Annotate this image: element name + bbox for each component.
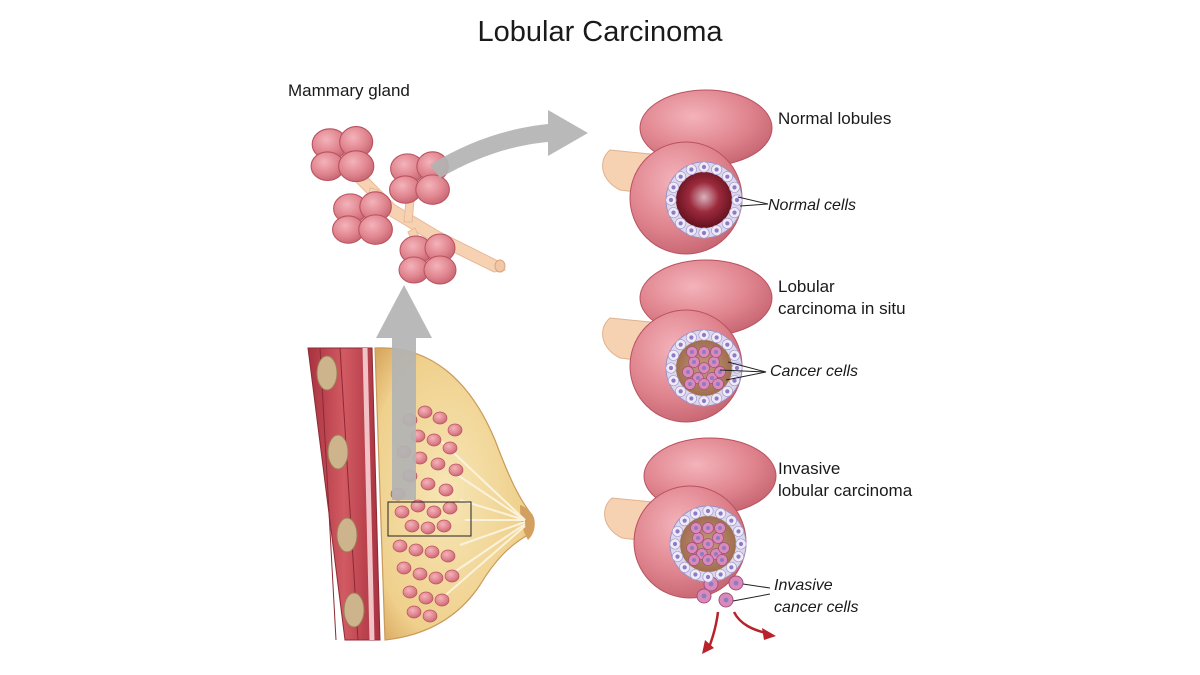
lcis-ring-nucleus [714, 335, 719, 340]
ilc-cancer-nucleus [722, 546, 726, 550]
ilc-cancer-nucleus [700, 552, 704, 556]
ilc-cancer-nucleus [716, 536, 720, 540]
ilc-ring-nucleus [675, 554, 680, 559]
lcis-ring-nucleus [725, 389, 730, 394]
lcis-ring-nucleus [732, 378, 737, 383]
ilc-ring-nucleus [736, 554, 741, 559]
lcis-ring-nucleus [725, 342, 730, 347]
lcis-cancer-nucleus [688, 382, 692, 386]
breast-cross-section [307, 347, 535, 641]
lcis-cancer-nucleus [696, 376, 700, 380]
normal-ring-nucleus [701, 230, 707, 236]
ilc-cancer-nucleus [720, 558, 724, 562]
normal-ring-nucleus [732, 185, 737, 190]
ilc-ring-nucleus [693, 572, 698, 577]
label-lcis-line1: Lobular [778, 277, 835, 296]
ilc-ring-nucleus [729, 565, 734, 570]
lcis-ring-nucleus [689, 335, 694, 340]
leader-lines [719, 196, 771, 602]
cell-rings [665, 161, 747, 583]
lcis-cancer-nucleus [690, 350, 694, 354]
normal-ring-nucleus [668, 197, 674, 203]
lcis-cancer-nucleus [686, 370, 690, 374]
normal-ring-nucleus [732, 210, 737, 215]
normal-ring-nucleus [689, 167, 694, 172]
normal-ring-nucleus [734, 197, 740, 203]
lcis-ring-nucleus [678, 342, 683, 347]
normal-ring-nucleus [714, 228, 719, 233]
label-invasive-cells-line1: Invasive [774, 577, 833, 594]
lcis-cancer-nucleus [702, 382, 706, 386]
spread-arrows [706, 611, 771, 651]
label-ilc-line2: lobular carcinoma [778, 481, 913, 500]
escaping-cancer-cells [696, 575, 744, 608]
lcis-ring-nucleus [714, 396, 719, 401]
ilc-ring-nucleus [682, 565, 687, 570]
lcis-ring-nucleus [701, 398, 707, 404]
ilc-ring-nucleus [729, 518, 734, 523]
lcis-ring-nucleus [678, 389, 683, 394]
label-cancer-cells: Cancer cells [770, 363, 859, 380]
label-normal-cells: Normal cells [768, 197, 857, 214]
ilc-ring-nucleus [682, 518, 687, 523]
lcis-ring-nucleus [701, 332, 707, 338]
ilc-ring-nucleus [718, 511, 723, 516]
lcis-cancer-nucleus [692, 360, 696, 364]
label-invasive-cells-line2: cancer cells [774, 599, 859, 616]
normal-ring-nucleus [678, 221, 683, 226]
lcis-ring-nucleus [732, 353, 737, 358]
label-mammary-gland: Mammary gland [288, 81, 410, 100]
normal-ring-nucleus [701, 164, 707, 170]
ilc-ring-nucleus [705, 574, 711, 580]
ilc-ring-nucleus [738, 541, 744, 547]
lcis-cancer-nucleus [716, 382, 720, 386]
ilc-ring-nucleus [705, 508, 711, 514]
label-normal-lobules: Normal lobules [778, 109, 892, 128]
lcis-ring-nucleus [734, 365, 740, 371]
lcis-cancer-nucleus [710, 376, 714, 380]
ilc-ring-nucleus [736, 529, 741, 534]
normal-ring-nucleus [725, 221, 730, 226]
label-ilc-line1: Invasive [778, 459, 841, 478]
ilc-cancer-nucleus [694, 526, 698, 530]
lcis-ring-nucleus [671, 378, 676, 383]
ilc-cancer-nucleus [706, 526, 710, 530]
lcis-ring-nucleus [689, 396, 694, 401]
lcis-cancer-nucleus [702, 366, 706, 370]
flow-arrows [376, 110, 588, 500]
normal-ring-nucleus [671, 210, 676, 215]
lcis-cancer-nucleus [714, 350, 718, 354]
ilc-ring-nucleus [693, 511, 698, 516]
normal-ring-nucleus [671, 185, 676, 190]
mammary-gland-illustration [310, 126, 506, 285]
ilc-cancer-nucleus [718, 526, 722, 530]
ilc-cancer-nucleus [706, 558, 710, 562]
normal-ring-nucleus [714, 167, 719, 172]
lcis-cancer-nucleus [702, 350, 706, 354]
lcis-cancer-nucleus [718, 370, 722, 374]
lcis-ring-nucleus [668, 365, 674, 371]
ilc-ring-nucleus [675, 529, 680, 534]
lcis-cancer-nucleus [712, 360, 716, 364]
normal-ring-nucleus [689, 228, 694, 233]
ilc-cancer-nucleus [696, 536, 700, 540]
normal-ring-nucleus [678, 174, 683, 179]
label-lcis-line2: carcinoma in situ [778, 299, 906, 318]
ilc-cancer-nucleus [714, 552, 718, 556]
ilc-cancer-nucleus [706, 542, 710, 546]
ilc-cancer-nucleus [690, 546, 694, 550]
ilc-ring-nucleus [672, 541, 678, 547]
ilc-cancer-nucleus [692, 558, 696, 562]
page-title: Lobular Carcinoma [477, 16, 723, 48]
lcis-ring-nucleus [671, 353, 676, 358]
normal-ring-nucleus [725, 174, 730, 179]
ilc-ring-nucleus [718, 572, 723, 577]
